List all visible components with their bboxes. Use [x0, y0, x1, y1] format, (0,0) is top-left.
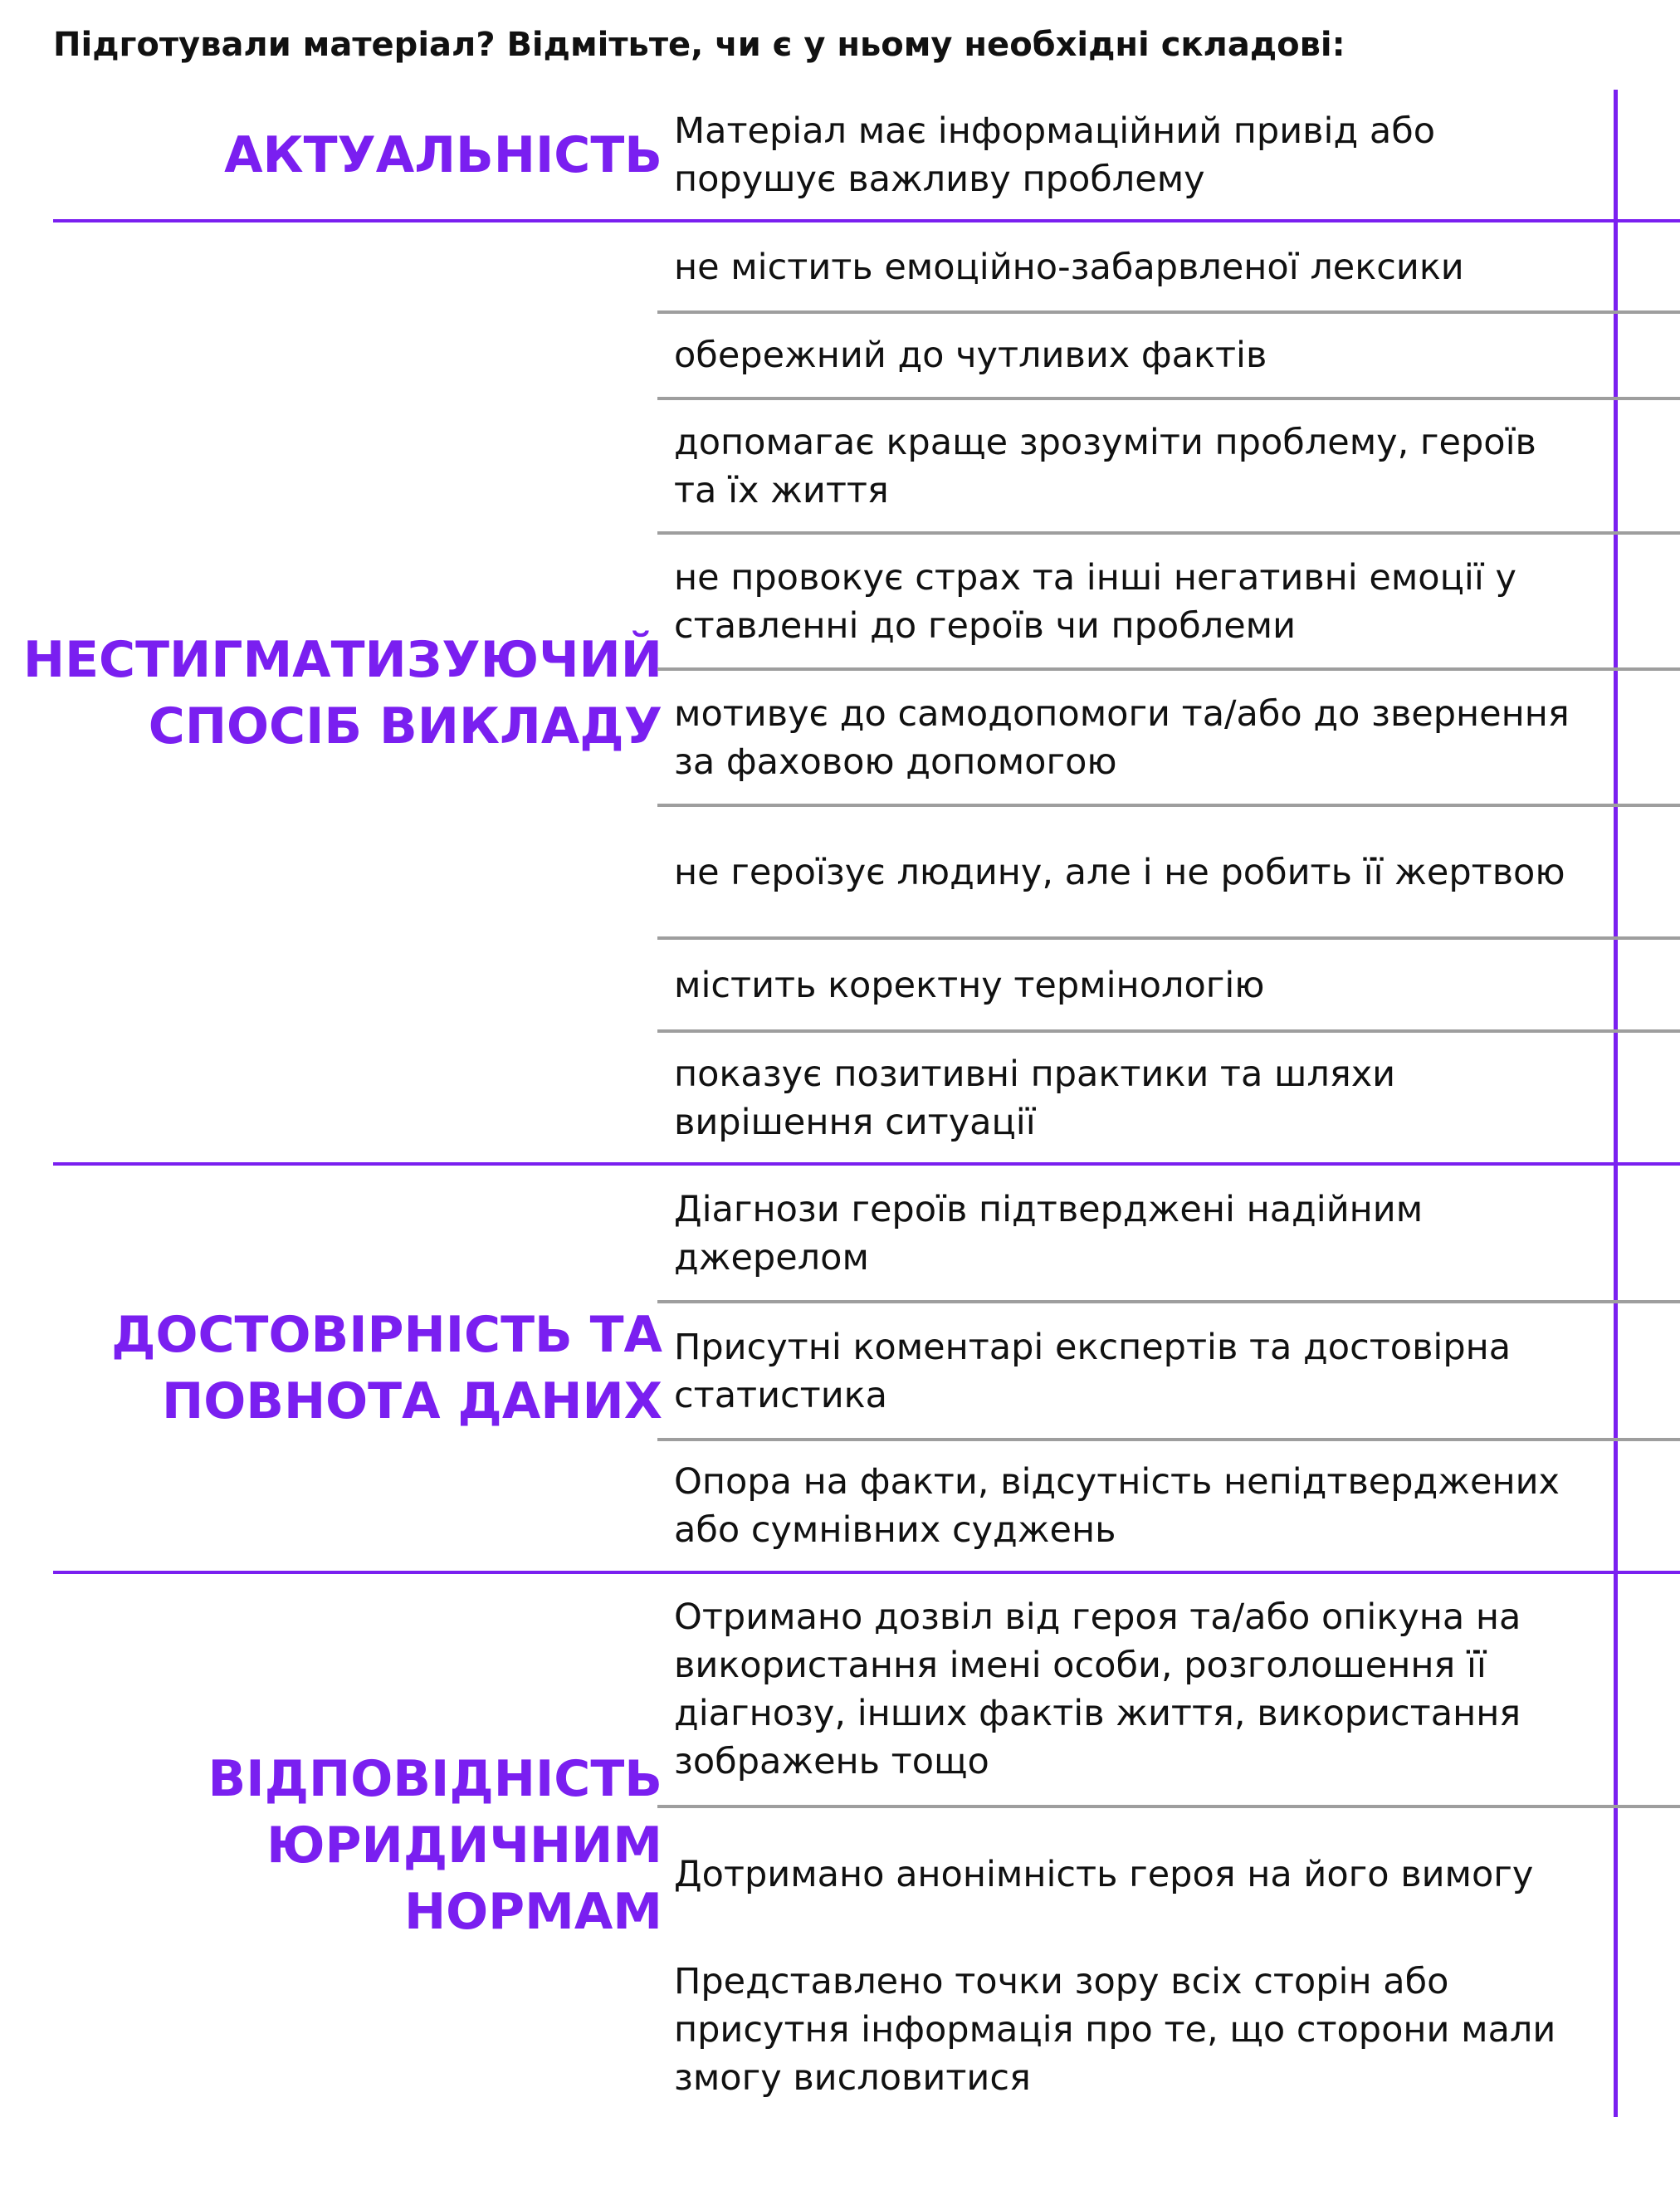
checklist-item-text: допомагає краще зрозуміти проблему, геро…	[674, 422, 1536, 511]
checklist-item-text: не героїзує людину, але і не робить її ж…	[674, 852, 1565, 893]
checklist-item-text: Опора на факти, відсутність непідтвердже…	[674, 1461, 1560, 1551]
item-divider	[657, 667, 1680, 671]
checklist-item[interactable]: не героїзує людину, але і не робить її ж…	[657, 807, 1612, 938]
checklist-item[interactable]: Матеріал має інформаційний привід або по…	[657, 90, 1612, 221]
section-title-reliability: ДОСТОВІРНІСТЬ ТА ПОВНОТА ДАНИХ	[111, 1306, 662, 1430]
section-divider	[53, 1571, 1680, 1574]
section-title-relevance: АКТУАЛЬНІСТЬ	[224, 126, 662, 184]
checklist-intro: Підготували матеріал? Відмітьте, чи є у …	[53, 26, 1345, 64]
checklist-item[interactable]: не провокує страх та інші негативні емоц…	[657, 535, 1612, 669]
checklist-item[interactable]: показує позитивні практики та шляхи вирі…	[657, 1033, 1612, 1164]
checklist-item-text: містить коректну термінологію	[674, 965, 1265, 1006]
checklist-item-text: не провокує страх та інші негативні емоц…	[674, 557, 1516, 647]
checklist-item-text: мотивує до самодопомоги та/або до зверне…	[674, 693, 1570, 783]
checklist-item[interactable]: Опора на факти, відсутність непідтвердже…	[657, 1441, 1612, 1571]
checklist-item-text: обережний до чутливих фактів	[674, 335, 1267, 376]
checklist-item-text: показує позитивні практики та шляхи вирі…	[674, 1054, 1396, 1143]
item-divider	[657, 397, 1680, 400]
checkbox-column-line	[1614, 90, 1618, 2117]
item-divider	[657, 1805, 1680, 1808]
checklist-item-text: Дотримано анонімність героя на його вимо…	[674, 1854, 1534, 1895]
item-divider	[657, 310, 1680, 314]
item-divider	[657, 531, 1680, 535]
checklist-item-text: Представлено точки зору всіх сторін або …	[674, 1961, 1556, 2099]
checklist-item[interactable]: допомагає краще зрозуміти проблему, геро…	[657, 400, 1612, 533]
checklist-item[interactable]: містить коректну термінологію	[657, 940, 1612, 1031]
checklist-item[interactable]: Представлено точки зору всіх сторін або …	[657, 1943, 1612, 2117]
item-divider	[657, 804, 1680, 807]
checklist-item-text: не містить емоційно-забарвленої лексики	[674, 247, 1464, 288]
section-title-nonstigmatizing: НЕСТИГМАТИЗУЮЧИЙ СПОСІБ ВИКЛАДУ	[22, 631, 662, 755]
checklist-item[interactable]: Присутні коментарі експертів та достовір…	[657, 1303, 1612, 1440]
checklist-item[interactable]: не містить емоційно-забарвленої лексики	[657, 222, 1612, 312]
section-divider	[53, 219, 1680, 222]
item-divider	[657, 1438, 1680, 1441]
item-divider	[657, 936, 1680, 940]
checklist-item-text: Отримано дозвіл від героя та/або опікуна…	[674, 1596, 1521, 1782]
checklist-item-text: Діагнози героїв підтверджені надійним дж…	[674, 1189, 1424, 1278]
section-divider	[53, 1162, 1680, 1166]
checklist-item-text: Присутні коментарі експертів та достовір…	[674, 1327, 1512, 1416]
checklist-item[interactable]: обережний до чутливих фактів	[657, 314, 1612, 397]
checklist-item[interactable]: Діагнози героїв підтверджені надійним дж…	[657, 1166, 1612, 1302]
checklist-item[interactable]: Дотримано анонімність героя на його вимо…	[657, 1808, 1612, 1941]
section-title-legal: ВІДПОВІДНІСТЬ ЮРИДИЧНИМ НОРМАМ	[208, 1750, 662, 1941]
item-divider	[657, 1029, 1680, 1033]
checklist-item-text: Матеріал має інформаційний привід або по…	[674, 110, 1436, 200]
checklist-item[interactable]: Отримано дозвіл від героя та/або опікуна…	[657, 1574, 1612, 1805]
checklist-item[interactable]: мотивує до самодопомоги та/або до зверне…	[657, 671, 1612, 805]
item-divider	[657, 1300, 1680, 1303]
